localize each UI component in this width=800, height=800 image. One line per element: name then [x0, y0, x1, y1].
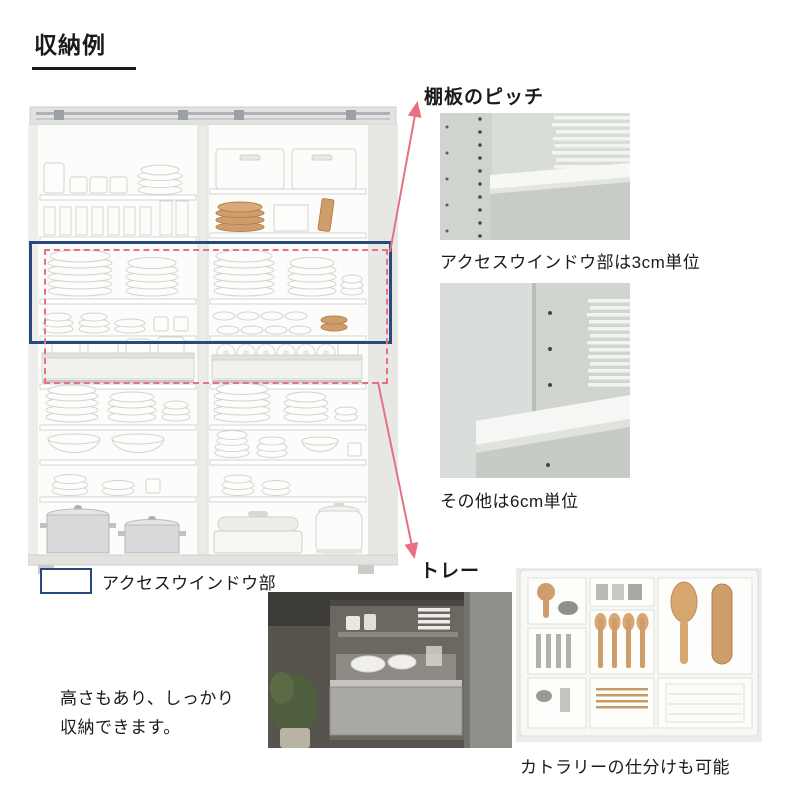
shelf-boards	[39, 188, 367, 503]
shelf-pitch-photo-3cm	[440, 113, 630, 240]
cutlery-caption: カトラリーの仕分けも可能	[520, 758, 730, 777]
shelf-pitch-caption-6cm: その他は6cm単位	[440, 492, 579, 511]
tray-heading: トレー	[420, 561, 481, 582]
shelf-pitch-caption-3cm: アクセスウインドウ部は3cm単位	[440, 253, 701, 272]
access-window-legend: アクセスウインドウ部	[40, 568, 276, 594]
storage-note-line1: 高さもあり、しっかり	[60, 689, 235, 708]
access-window-legend-label: アクセスウインドウ部	[102, 573, 277, 593]
cabinet-figure	[28, 103, 398, 578]
sliding-door-rail	[29, 106, 397, 126]
cabinet-illustration	[28, 106, 398, 574]
cutlery-tray-photo	[516, 568, 762, 742]
left-column-dishes	[41, 162, 195, 496]
storage-note: 高さもあり、しっかり 収納できます。	[60, 684, 234, 742]
access-window-legend-swatch	[40, 568, 92, 594]
shelf-pitch-photo-6cm	[440, 283, 630, 478]
right-column-dishes	[211, 148, 364, 496]
appliance-group	[213, 503, 363, 554]
page-title: 収納例	[32, 26, 136, 70]
storage-note-line2: 収納できます。	[60, 718, 181, 737]
shelf-pitch-heading: 棚板のピッチ	[424, 87, 545, 108]
tray-drawer-photo	[268, 592, 512, 748]
pot-group	[40, 505, 186, 554]
